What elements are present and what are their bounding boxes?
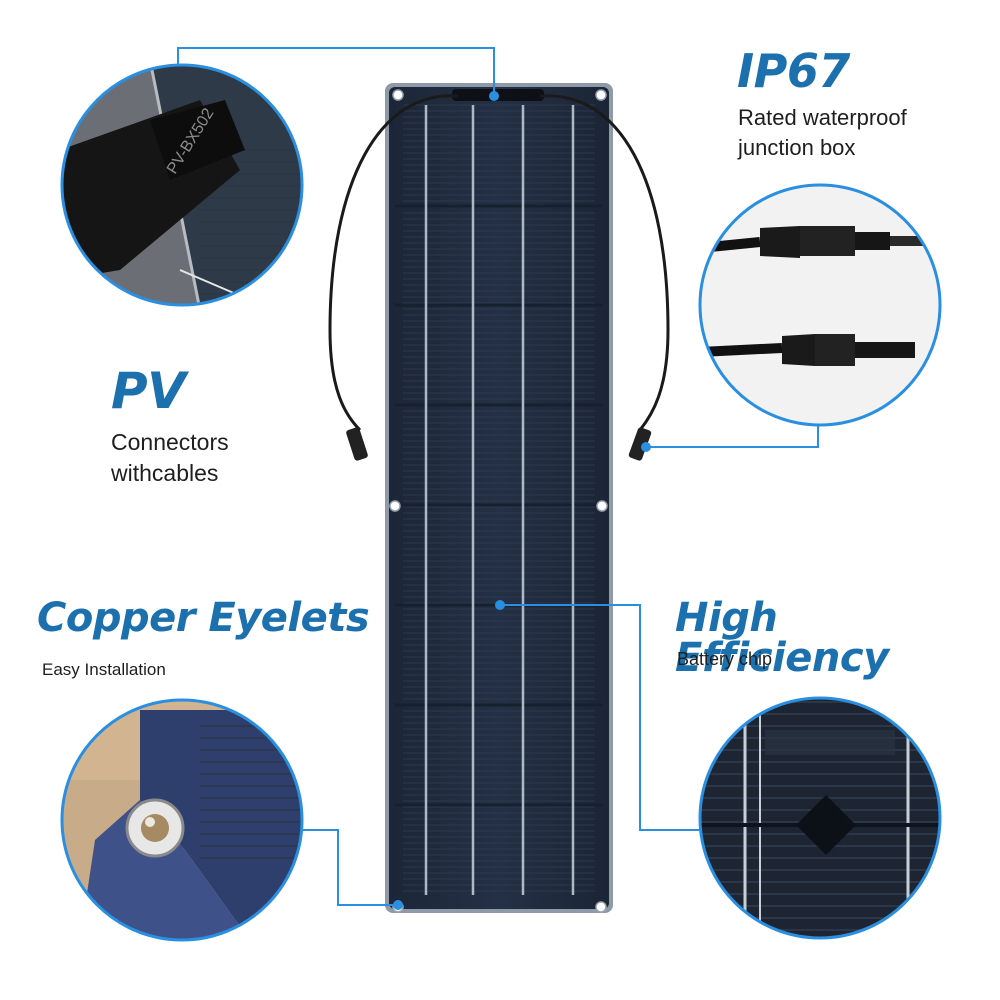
pv-description-line: withcables [111,460,219,487]
panel-connectors [346,427,652,461]
junction-box-closeup: PV-BX502 [60,63,304,307]
high-efficiency-heading: High Efficiency [675,595,889,681]
pv-description: Connectors withcables [111,427,311,489]
copper-eyelets-description: Easy Installation [42,659,166,682]
ip67-description: Rated waterproof junction box [738,103,968,162]
ip67-description-line: Rated waterproof [738,105,907,130]
high-efficiency-description: Battery chip [677,647,772,671]
pv-description-line: Connectors [111,429,229,455]
solar-panel [385,83,613,913]
mc4-connectors-closeup [698,183,942,427]
copper-eyelets-heading: Copper Eyelets [37,595,370,641]
panel-cables [328,94,670,432]
high-efficiency-description-line: Battery chip [677,649,773,669]
copper-eyelet-closeup [60,698,304,942]
copper-eyelets-description-line: Easy Installation [42,660,166,679]
ip67-description-line: junction box [738,134,856,160]
solar-cell-closeup [698,696,942,940]
callout-lines [177,47,819,906]
pv-heading: PV [111,362,186,420]
ip67-heading: IP67 [737,44,850,98]
callout-dots [393,91,651,910]
